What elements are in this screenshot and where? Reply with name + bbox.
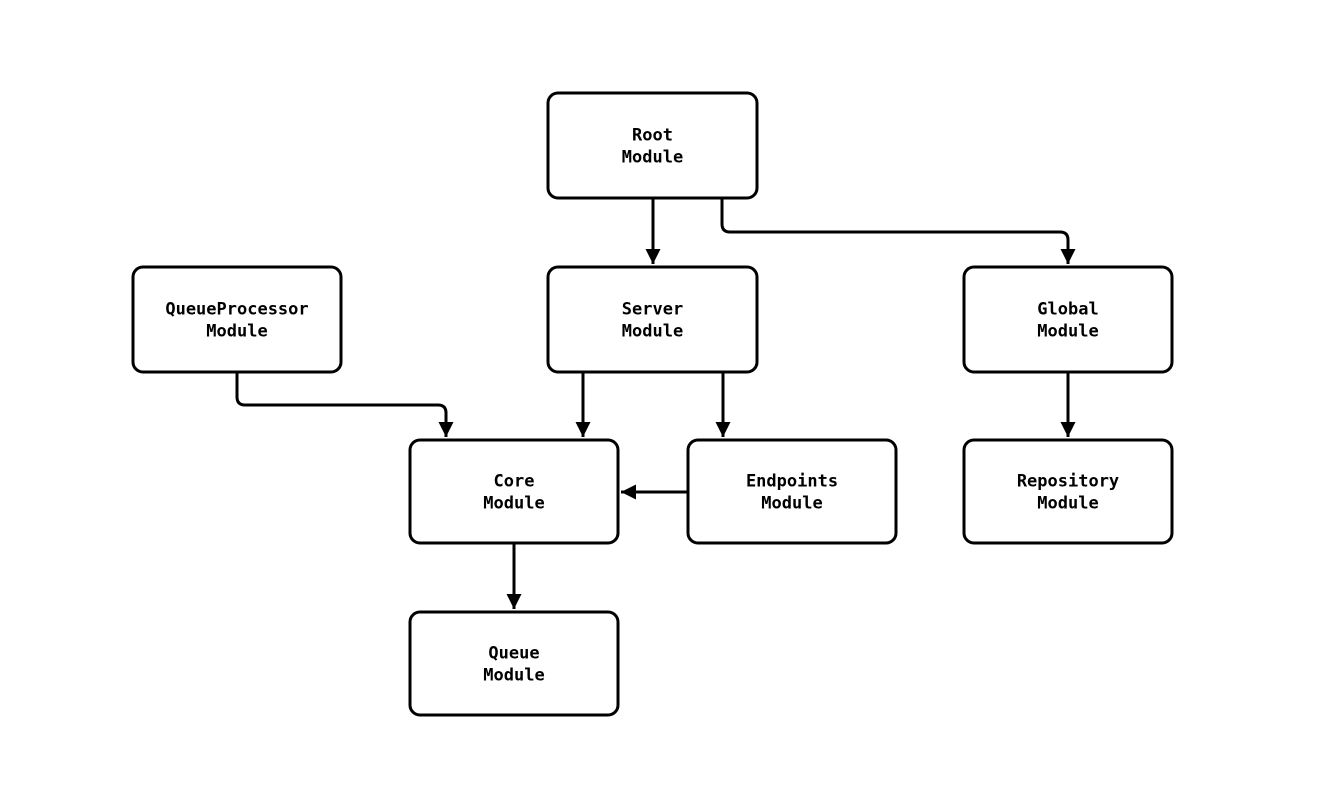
edge-root-to-global [720,198,1076,264]
node-box-root [546,91,759,200]
node-box-global [962,265,1174,374]
node-box-endpoints [686,438,898,545]
node-box-queueprocessor [131,265,343,374]
node-box-server [546,265,759,374]
edge-queueprocessor-to-core [235,372,454,437]
node-box-queue [408,610,620,717]
node-box-core [408,438,620,545]
edges-layer [235,198,1076,609]
node-box-repository [962,438,1174,545]
